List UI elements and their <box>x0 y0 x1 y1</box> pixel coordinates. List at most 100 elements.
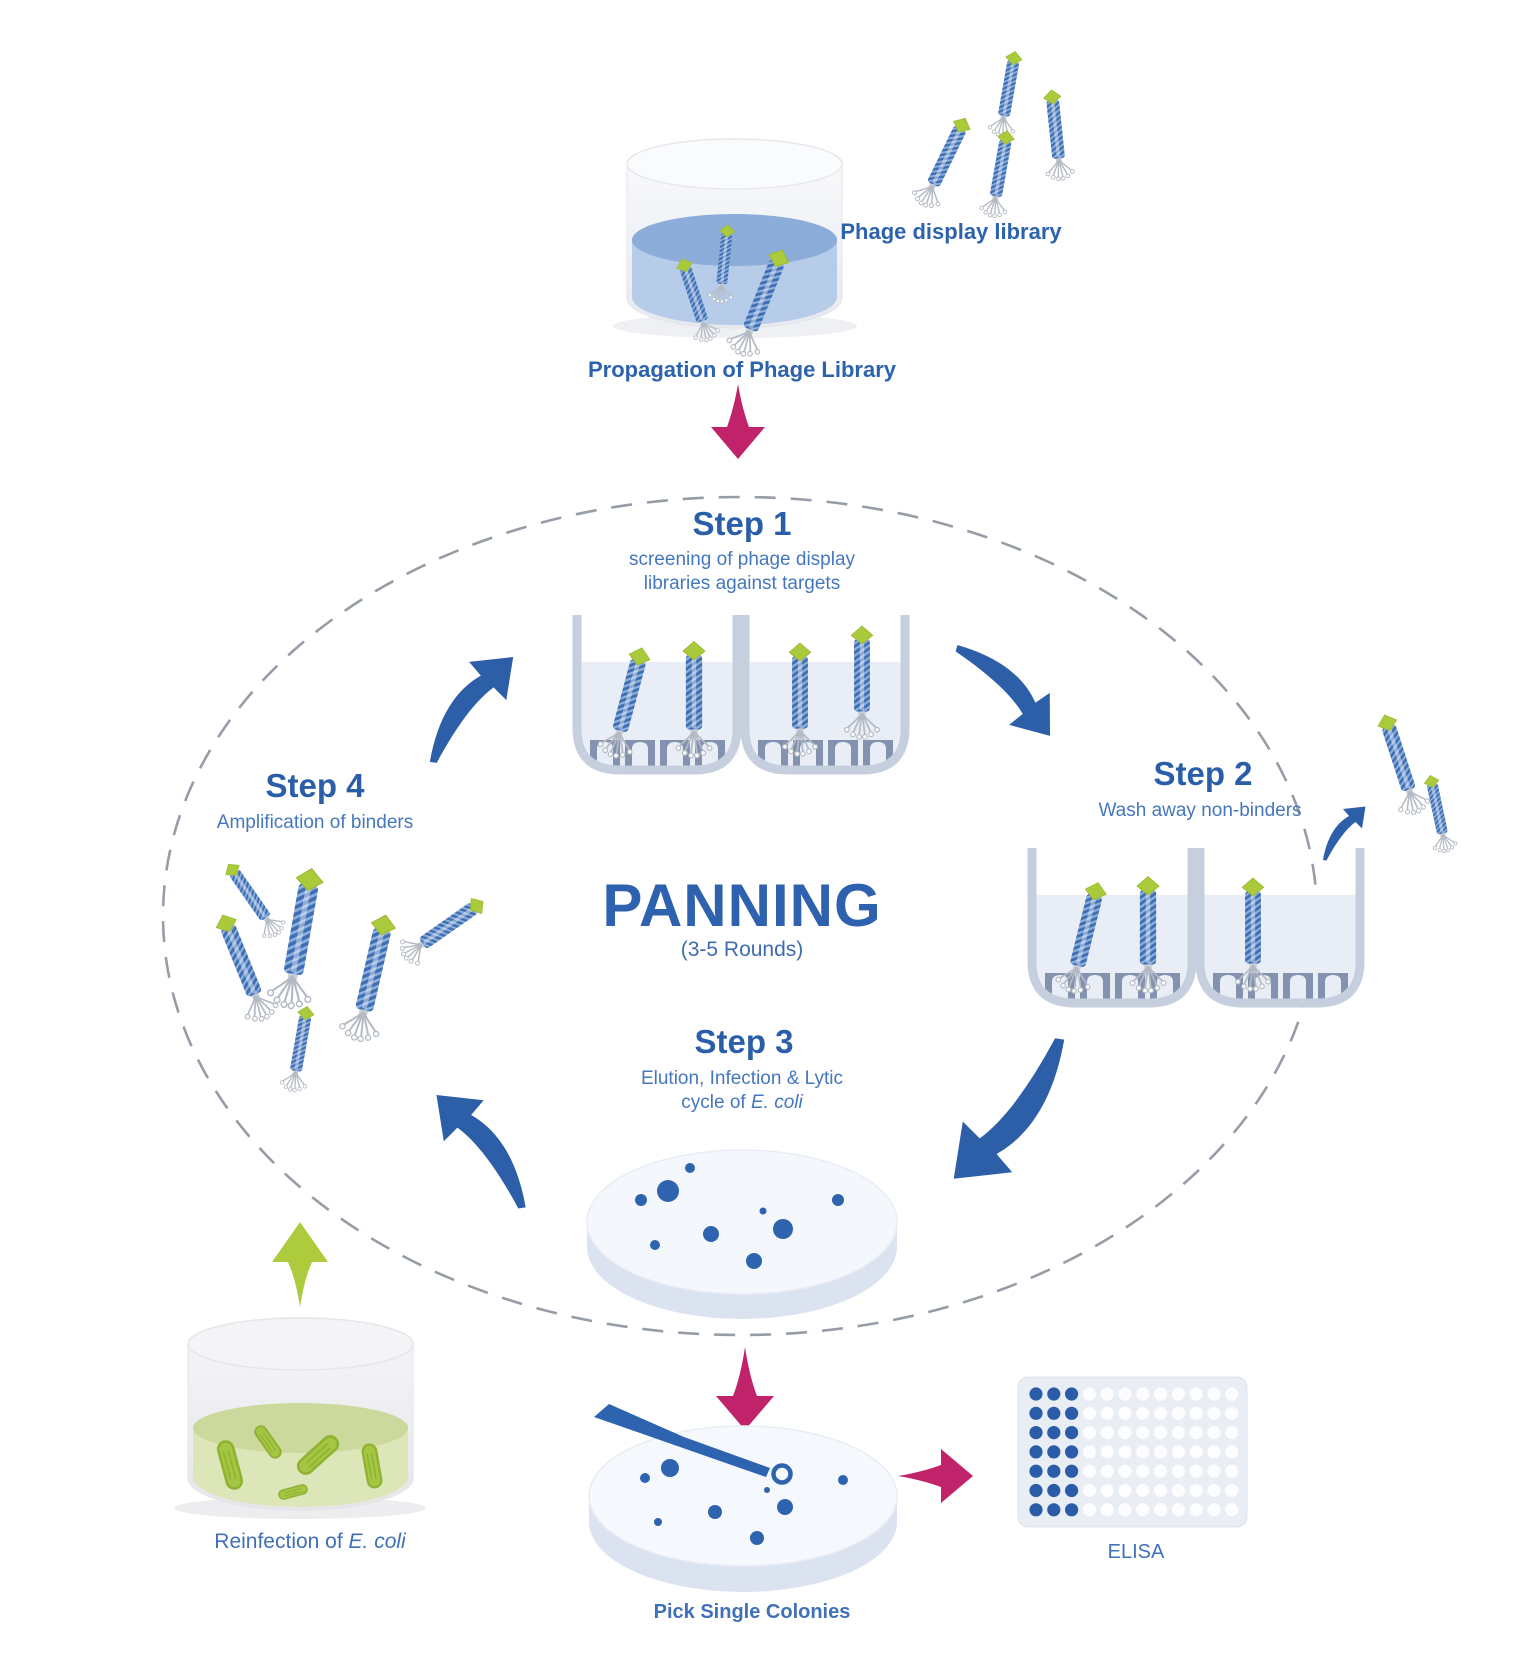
elisa-well <box>1065 1426 1079 1440</box>
elisa-well <box>1171 1426 1185 1440</box>
step2-wells <box>1027 848 1365 1008</box>
pick-colonies-dish <box>588 1404 898 1592</box>
elisa-well <box>1189 1406 1203 1420</box>
step2-description: Wash away non-binders <box>1098 800 1302 821</box>
colonies <box>640 1459 848 1545</box>
elisa-well <box>1154 1445 1168 1459</box>
washed-away-phages <box>1368 709 1459 856</box>
elisa-well <box>1154 1503 1168 1517</box>
arrow-step4-to-step1-icon <box>429 656 514 763</box>
elisa-well <box>1207 1406 1221 1420</box>
elisa-well <box>1065 1387 1079 1401</box>
step3-description: Elution, Infection & Lytic cycle of E. c… <box>641 1067 843 1115</box>
elisa-well <box>1065 1445 1079 1459</box>
elisa-well <box>1029 1406 1043 1420</box>
elisa-well <box>1065 1503 1079 1517</box>
step4-phages <box>205 855 493 1095</box>
elisa-well <box>1047 1464 1061 1478</box>
elisa-well <box>1136 1503 1150 1517</box>
elisa-well <box>1171 1387 1185 1401</box>
step1-desc-line1: screening of phage display <box>628 549 856 570</box>
elisa-well <box>1100 1387 1114 1401</box>
elisa-well <box>1047 1483 1061 1498</box>
elisa-well <box>1082 1445 1096 1459</box>
elisa-well <box>1100 1483 1114 1498</box>
elisa-well <box>1154 1426 1168 1440</box>
elisa-well <box>1047 1445 1061 1459</box>
elisa-well <box>1082 1483 1096 1498</box>
elisa-well <box>1029 1445 1043 1459</box>
elisa-well <box>1225 1406 1239 1420</box>
elisa-well <box>1225 1464 1239 1478</box>
elisa-well <box>1082 1387 1096 1401</box>
phage-library-group <box>908 48 1076 221</box>
arrow-step1-to-step2-icon <box>947 644 1059 736</box>
elisa-well <box>1082 1426 1096 1440</box>
elisa-well <box>1171 1483 1185 1498</box>
step1-description: screening of phage display libraries aga… <box>629 548 855 596</box>
elisa-well <box>1047 1387 1061 1401</box>
elisa-well <box>1136 1387 1150 1401</box>
elisa-well <box>1189 1387 1203 1401</box>
elisa-well <box>1100 1406 1114 1420</box>
step4-description: Amplification of binders <box>216 812 414 833</box>
step4-title: Step 4 <box>265 767 365 804</box>
arrow-step3-to-step4-icon <box>436 1095 526 1209</box>
elisa-well <box>1029 1387 1043 1401</box>
elisa-well <box>1100 1503 1114 1517</box>
reinfection-label-italic: E. coli <box>348 1530 406 1553</box>
elisa-well <box>1225 1426 1239 1440</box>
elisa-well <box>1047 1406 1061 1420</box>
elisa-well <box>1171 1406 1185 1420</box>
step3-desc-line2-prefix: cycle of <box>681 1092 751 1113</box>
elisa-well <box>1136 1483 1150 1498</box>
arrow-right-to-elisa-icon <box>898 1449 973 1503</box>
elisa-well <box>1118 1406 1132 1420</box>
step3-petri-dish <box>586 1149 898 1319</box>
elisa-well <box>1100 1426 1114 1440</box>
elisa-well <box>1207 1445 1221 1459</box>
panning-title: PANNING <box>602 872 882 939</box>
step1-desc-line2: libraries against targets <box>643 573 841 594</box>
elisa-well <box>1136 1464 1150 1478</box>
arrow-down-to-pick-icon <box>716 1347 774 1430</box>
elisa-well <box>1154 1464 1168 1478</box>
elisa-well <box>1207 1503 1221 1517</box>
elisa-well <box>1082 1464 1096 1478</box>
elisa-well <box>1118 1483 1132 1498</box>
step3-desc-line1: Elution, Infection & Lytic <box>640 1068 844 1089</box>
step3-desc-line2-italic: E. coli <box>750 1092 803 1113</box>
elisa-well <box>1136 1445 1150 1459</box>
elisa-well-grid <box>1029 1387 1239 1517</box>
elisa-well <box>1082 1503 1096 1517</box>
elisa-well <box>1189 1445 1203 1459</box>
elisa-well <box>1189 1503 1203 1517</box>
step2-title: Step 2 <box>1153 755 1253 792</box>
elisa-well <box>1047 1426 1061 1440</box>
elisa-well <box>1225 1445 1239 1459</box>
elisa-plate <box>1017 1376 1248 1528</box>
elisa-well <box>1207 1483 1221 1498</box>
elisa-well <box>1154 1387 1168 1401</box>
inoculation-loop-icon <box>594 1404 793 1485</box>
pick-colonies-label: Pick Single Colonies <box>653 1601 851 1623</box>
elisa-well <box>1171 1503 1185 1517</box>
elisa-well <box>1065 1483 1079 1498</box>
elisa-well <box>1118 1426 1132 1440</box>
elisa-well <box>1029 1503 1043 1517</box>
phage-display-library-label: Phage display library <box>840 219 1062 244</box>
elisa-well <box>1225 1483 1239 1498</box>
elisa-well <box>1029 1426 1043 1440</box>
step1-title: Step 1 <box>692 505 792 542</box>
reinfection-label-prefix: Reinfection of <box>214 1530 349 1553</box>
colonies <box>635 1163 844 1269</box>
elisa-well <box>1029 1483 1043 1498</box>
panning-rounds-label: (3-5 Rounds) <box>680 938 804 961</box>
elisa-label: ELISA <box>1107 1541 1165 1563</box>
elisa-well <box>1207 1464 1221 1478</box>
elisa-well <box>1136 1406 1150 1420</box>
elisa-well <box>1118 1387 1132 1401</box>
elisa-well <box>1136 1426 1150 1440</box>
